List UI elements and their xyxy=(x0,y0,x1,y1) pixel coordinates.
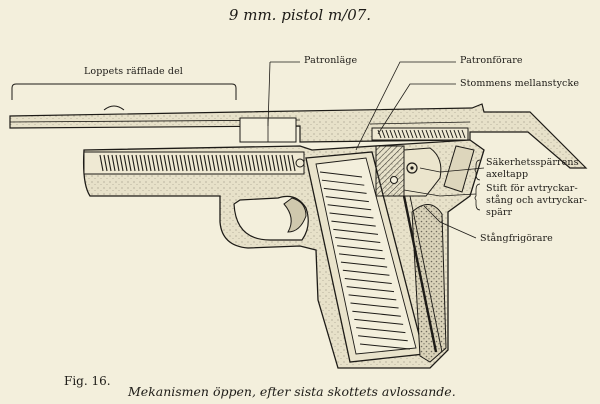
recoil-spring xyxy=(83,151,305,175)
barrel-bracket xyxy=(11,83,237,100)
label-pin-3: spärr xyxy=(486,207,513,218)
label-rod-release: Stångfrigörare xyxy=(480,233,553,244)
label-safety-axle-2: axeltapp xyxy=(486,169,529,180)
figure-title: 9 mm. pistol m/07. xyxy=(228,6,372,24)
figure-caption: Mekanismen öppen, efter sista skottets a… xyxy=(128,384,456,399)
trigger-mechanism xyxy=(371,127,475,353)
label-frame-mid: Stommens mellanstycke xyxy=(460,78,580,89)
label-barrel-rifled: Loppets räfflade del xyxy=(84,66,183,77)
label-pin-2: stång och avtryckar- xyxy=(486,195,588,206)
figure-number: Fig. 16. xyxy=(64,374,111,388)
leader-lines xyxy=(267,61,485,239)
label-chamber: Patronläge xyxy=(304,55,358,66)
label-safety-axle-1: Säkerhetsspärrens xyxy=(486,157,579,168)
magazine xyxy=(305,151,425,363)
label-pin-1: Stift för avtryckar- xyxy=(486,183,578,194)
label-feeder: Patronförare xyxy=(460,55,523,66)
grip-panel xyxy=(411,204,447,363)
